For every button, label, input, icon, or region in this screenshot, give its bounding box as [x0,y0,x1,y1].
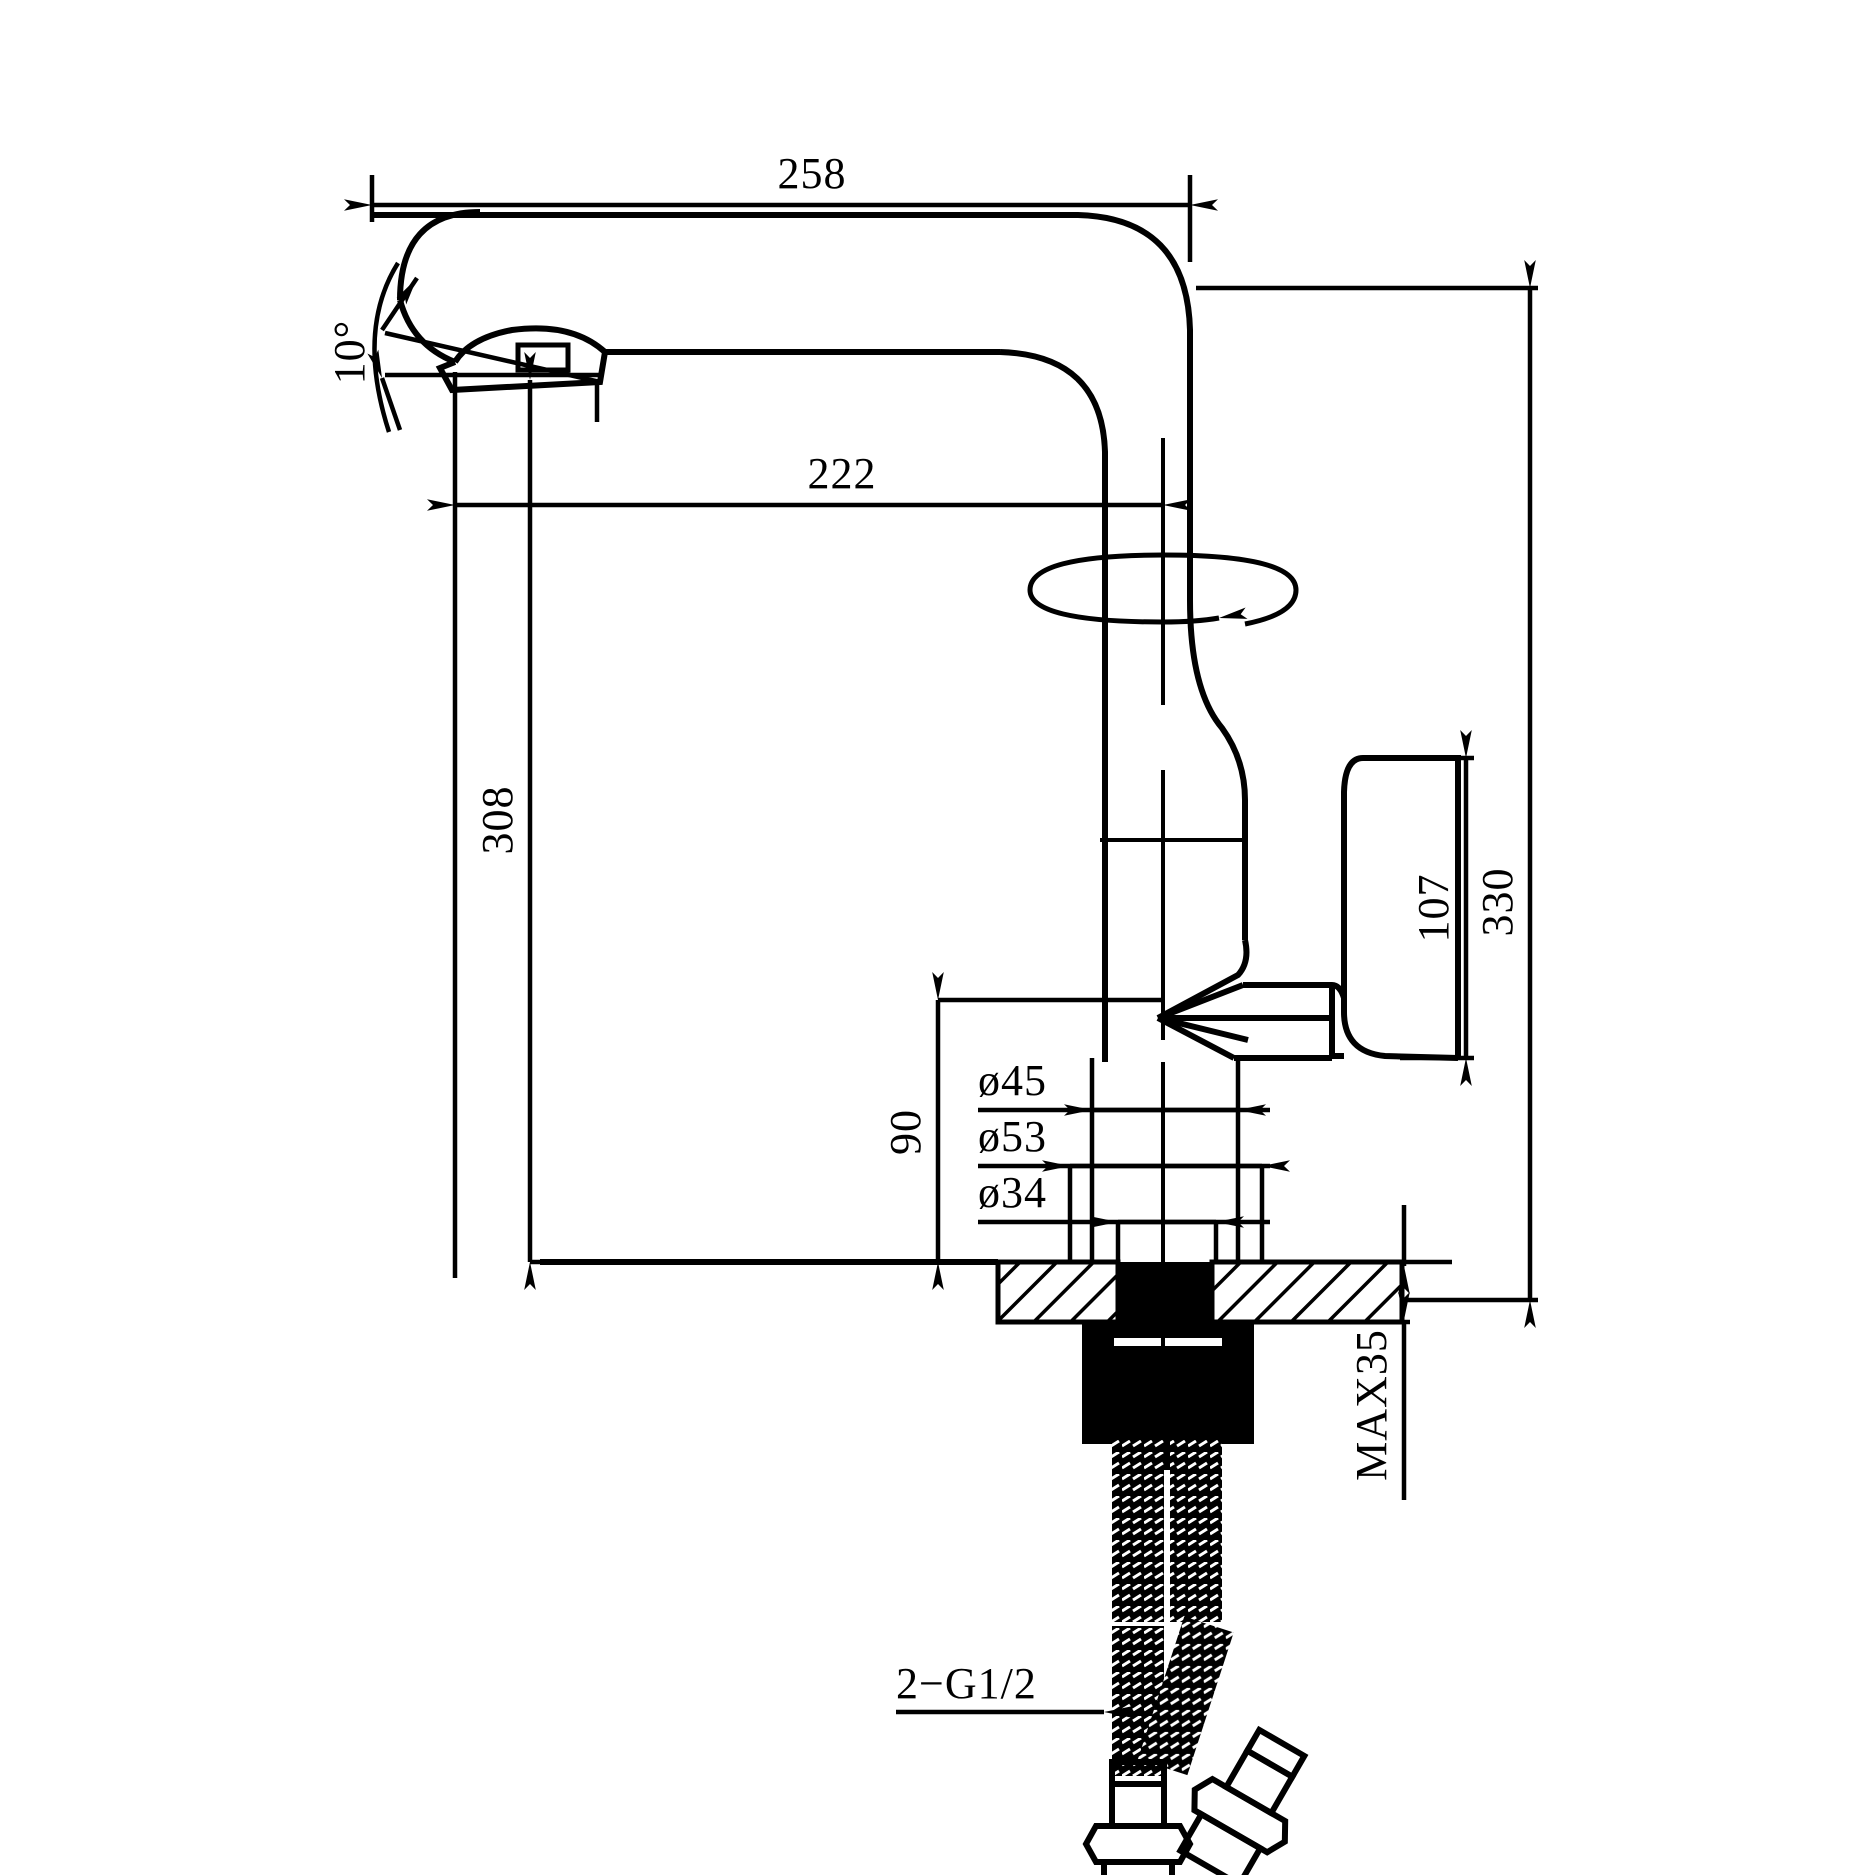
dimension-330: 330 [1196,260,1538,1328]
dimension-dia53: ø53 [978,1112,1290,1262]
dim-107-label: 107 [1409,874,1458,943]
dim-258-label: 258 [778,149,847,198]
mounting-hardware [1082,1262,1254,1470]
dim-222-label: 222 [808,449,877,498]
gooseneck-spout [372,209,1193,600]
hex-fitting-right [1176,1725,1309,1875]
swivel-indicator [1027,552,1299,627]
dim-308-label: 308 [473,786,522,855]
dimension-258: 258 [344,149,1218,262]
faucet-column [1102,599,1248,1050]
dim-90-label: 90 [881,1109,930,1155]
callout-thread: 2−G1/2 [896,1659,1132,1718]
escutcheon-base [1102,939,1335,1062]
dimension-222: 222 [427,372,1191,1278]
dim-thread-label: 2−G1/2 [896,1659,1037,1708]
dimension-dia45: ø45 [978,1056,1270,1262]
dimension-angle-10: 10° [325,261,601,433]
dim-angle-label: 10° [325,320,374,385]
dimension-dia34: ø34 [978,1168,1270,1262]
center-lines [1100,438,1247,1350]
dim-dia34-label: ø34 [978,1168,1047,1217]
dim-max35-label: MAX35 [1347,1329,1396,1481]
dim-330-label: 330 [1473,868,1522,937]
hex-fitting-left [1082,1759,1194,1875]
dimension-107: 107 [1400,730,1474,1086]
dimension-90: 90 [881,972,1163,1290]
braided-supply-hose-right [1137,1440,1234,1776]
dimension-308: 308 [473,352,1000,1290]
dim-dia53-label: ø53 [978,1112,1047,1161]
countertop-section [540,1259,1405,1325]
dim-dia45-label: ø45 [978,1056,1047,1105]
dimension-max35: MAX35 [1347,1205,1452,1500]
